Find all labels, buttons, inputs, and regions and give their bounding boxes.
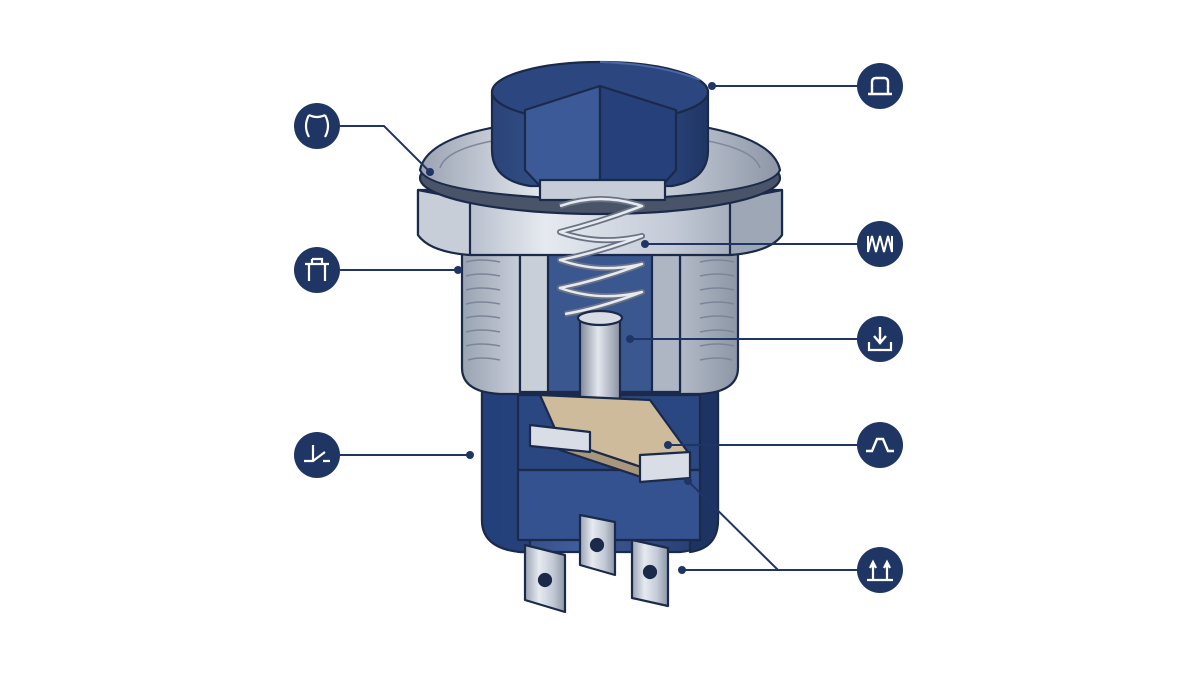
leader-lines — [340, 85, 858, 571]
press-down-icon — [857, 316, 903, 362]
actuator-cap — [490, 60, 710, 202]
threaded-bushing-icon — [294, 247, 340, 293]
leader-seal — [340, 125, 431, 173]
contact-curve-icon — [857, 422, 903, 468]
leader-dots — [426, 82, 716, 574]
switch-illustration — [416, 60, 784, 614]
switch-contact-icon — [294, 432, 340, 478]
compression-spring-icon — [857, 221, 903, 267]
seal-ring-icon — [294, 103, 340, 149]
solder-terminals-icon — [857, 547, 903, 593]
return-spring — [557, 196, 645, 317]
movable-contact — [528, 393, 692, 484]
terminals — [523, 513, 670, 614]
button-cap-icon — [857, 63, 903, 109]
